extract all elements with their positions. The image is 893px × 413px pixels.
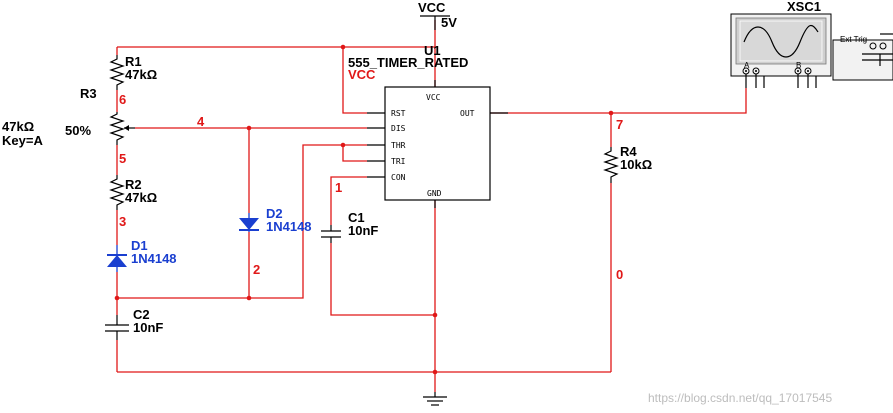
scope-channel-b: B	[796, 61, 801, 70]
net-label-6: 6	[119, 92, 126, 107]
net-label-1: 1	[335, 180, 342, 195]
d2-ref: D2	[266, 206, 283, 221]
junction-dots	[114, 44, 614, 375]
vcc-label: VCC	[418, 0, 446, 15]
c2-ref: C2	[133, 307, 150, 322]
diode-d1[interactable]	[107, 245, 127, 272]
pin-tri: TRI	[391, 157, 406, 166]
r3-key: Key=A	[2, 133, 43, 148]
capacitor-c2[interactable]	[105, 315, 129, 340]
scope-ext-trig: Ext Trig	[840, 35, 867, 44]
pin-gnd: GND	[427, 189, 442, 198]
capacitor-c1[interactable]	[321, 225, 341, 243]
r3-value: 47kΩ	[2, 119, 34, 134]
potentiometer-r3[interactable]	[109, 112, 135, 145]
r2-ref: R2	[125, 177, 142, 192]
timer-net-label: VCC	[348, 67, 376, 82]
pin-out: OUT	[460, 109, 475, 118]
r4-ref: R4	[620, 144, 637, 159]
net-label-0: 0	[616, 267, 623, 282]
c2-value: 10nF	[133, 320, 163, 335]
ground-icon[interactable]	[423, 392, 447, 406]
net-label-2: 2	[253, 262, 260, 277]
pin-dis: DIS	[391, 124, 406, 133]
pin-vcc: VCC	[426, 93, 441, 102]
scope-waveform-icon	[743, 24, 819, 58]
net-label-3: 3	[119, 214, 126, 229]
net-label-4: 4	[197, 114, 205, 129]
c1-value: 10nF	[348, 223, 378, 238]
r3-setting: 50%	[65, 123, 91, 138]
d2-value: 1N4148	[266, 219, 312, 234]
d1-value: 1N4148	[131, 251, 177, 266]
scope-ref: XSC1	[787, 0, 821, 14]
oscilloscope-xsc1[interactable]	[730, 13, 893, 88]
pin-rst: RST	[391, 109, 406, 118]
resistor-r1[interactable]	[109, 55, 125, 90]
watermark-text: https://blog.csdn.net/qq_17017545	[648, 391, 832, 405]
pin-thr: THR	[391, 141, 406, 150]
wires	[116, 20, 747, 392]
vcc-voltage: 5V	[441, 15, 457, 30]
diode-d2[interactable]	[239, 213, 259, 232]
timer-ref: U1	[424, 43, 441, 58]
r3-ref: R3	[80, 86, 97, 101]
d1-ref: D1	[131, 238, 148, 253]
net-label-7: 7	[616, 117, 623, 132]
timer-555[interactable]: VCC RST DIS THR TRI CON OUT GND	[367, 80, 508, 208]
scope-channel-a: A	[744, 61, 750, 70]
r1-ref: R1	[125, 54, 142, 69]
r2-value: 47kΩ	[125, 190, 157, 205]
r1-value: 47kΩ	[125, 67, 157, 82]
pin-con: CON	[391, 173, 406, 182]
r4-value: 10kΩ	[620, 157, 652, 172]
c1-ref: C1	[348, 210, 365, 225]
timer-model: 555_TIMER_RATED	[348, 55, 468, 70]
resistor-r4[interactable]	[603, 147, 619, 183]
resistor-r2[interactable]	[109, 175, 125, 210]
vcc-source[interactable]: VCC 5V	[418, 0, 457, 30]
net-label-5: 5	[119, 151, 126, 166]
